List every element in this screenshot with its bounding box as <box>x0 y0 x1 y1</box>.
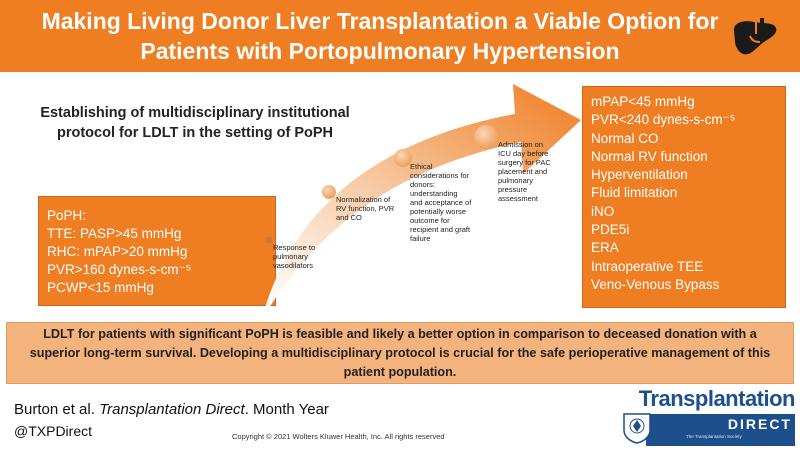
conclusion-line-2: superior long-term survival. Developing … <box>29 346 771 360</box>
management-criteria-box: mPAP<45 mmHg PVR<240 dynes-s-cm⁻⁵ Normal… <box>582 86 786 308</box>
step-marker-1 <box>265 236 273 244</box>
step-text: outcome for <box>410 216 450 225</box>
step-text: failure <box>410 234 431 243</box>
journal-logo-society: The Transplantation Society <box>686 434 742 439</box>
journal-logo-sub: DIRECT <box>727 416 792 432</box>
step-text: surgery for PAC <box>498 158 551 167</box>
step-text: ICU day before <box>498 149 549 158</box>
journal-logo-name: Transplantation <box>638 386 796 411</box>
criteria-line: Fluid limitation <box>591 185 678 201</box>
journal-logo-band: DIRECT The Transplantation Society <box>646 414 795 446</box>
criteria-line: Normal RV function <box>591 148 708 164</box>
arrow-shape <box>265 84 581 308</box>
criteria-line: iNO <box>591 203 615 219</box>
criteria-line: PDE5i <box>591 222 630 238</box>
title-line-2: Patients with Portopulmonary Hypertensio… <box>140 38 620 64</box>
conclusion-line-1: LDLT for patients with significant PoPH … <box>43 327 757 341</box>
journal-logo: Transplantation DIRECT The Transplantati… <box>620 386 796 448</box>
citation-date: . Month Year <box>244 401 329 418</box>
step-text: recipient and graft <box>410 225 471 234</box>
step-label-4: Admission on ICU day before surgery for … <box>498 140 551 203</box>
step-text: Normalization of <box>336 195 391 204</box>
criteria-line: ERA <box>591 240 619 256</box>
conclusion-bar: LDLT for patients with significant PoPH … <box>6 322 794 384</box>
copyright-notice: Copyright © 2021 Wolters Kluwer Health, … <box>232 432 445 441</box>
step-text: and acceptance of <box>410 198 472 207</box>
step-marker-3 <box>394 149 412 167</box>
protocol-heading: Establishing of multidisciplinary instit… <box>30 103 360 143</box>
step-text: donors: <box>410 180 436 189</box>
step-text: considerations for <box>410 171 470 180</box>
criteria-line: PVR<240 dynes-s-cm⁻⁵ <box>591 112 736 128</box>
criteria-line: Veno-Venous Bypass <box>591 276 720 292</box>
title-banner: Making Living Donor Liver Transplantatio… <box>0 0 800 72</box>
poph-line: PVR>160 dynes-s-cm⁻⁵ <box>47 262 192 277</box>
step-text: pulmonary <box>498 176 534 185</box>
liver-icon <box>734 18 777 55</box>
twitter-handle: @TXPDirect <box>14 423 92 439</box>
step-text: Admission on <box>498 140 544 149</box>
protocol-heading-line-2: protocol for LDLT in the setting of PoPH <box>56 125 333 141</box>
criteria-line: Normal CO <box>591 130 659 146</box>
step-label-2: Normalization of RV function, PVR and CO <box>336 195 394 222</box>
step-label-1: Response to pulmonary vasodilators <box>273 243 315 270</box>
poph-line: PoPH: <box>47 208 87 223</box>
citation-journal: Transplantation Direct <box>99 401 245 418</box>
step-label-3: Ethical considerations for donors: under… <box>410 162 471 243</box>
poph-line: PCWP<15 mmHg <box>47 280 154 295</box>
criteria-line: Hyperventilation <box>591 167 688 183</box>
criteria-line: Intraoperative TEE <box>591 258 704 274</box>
step-text: RV function, PVR <box>336 204 395 213</box>
step-text: understanding <box>410 189 458 198</box>
citation: Burton et al. Transplantation Direct. Mo… <box>14 400 329 420</box>
step-text: and CO <box>336 213 362 222</box>
step-marker-2 <box>322 185 336 199</box>
poph-line: RHC: mPAP>20 mmHg <box>47 244 188 259</box>
step-text: Response to <box>273 243 316 252</box>
step-text: assessment <box>498 194 539 203</box>
conclusion-line-3: patient population. <box>343 365 457 379</box>
poph-line: TTE: PASP>45 mmHg <box>47 226 182 241</box>
society-seal-icon <box>623 413 651 444</box>
protocol-heading-line-1: Establishing of multidisciplinary instit… <box>40 105 350 121</box>
criteria-line: mPAP<45 mmHg <box>591 94 695 109</box>
step-text: Ethical <box>410 162 433 171</box>
step-text: potentially worse <box>410 207 466 216</box>
step-text: pressure <box>498 185 528 194</box>
step-text: vasodilators <box>273 261 314 270</box>
step-text: placement and <box>498 167 548 176</box>
step-text: pulmonary <box>273 252 309 261</box>
progress-arrow <box>265 84 581 308</box>
title-line-1: Making Living Donor Liver Transplantatio… <box>41 8 719 34</box>
citation-authors: Burton et al. <box>14 401 100 418</box>
poph-criteria-box: PoPH: TTE: PASP>45 mmHg RHC: mPAP>20 mmH… <box>38 196 276 306</box>
page-title: Making Living Donor Liver Transplantatio… <box>40 6 720 66</box>
step-marker-4 <box>474 125 498 149</box>
